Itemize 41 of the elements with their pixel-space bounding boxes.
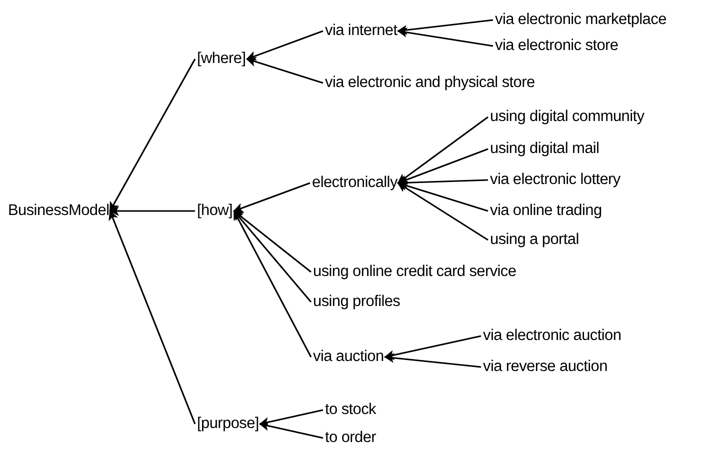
node-label: via electronic store (495, 36, 618, 56)
arrow (233, 210, 312, 358)
arrow (109, 58, 196, 212)
arrow (109, 206, 195, 216)
node-label: via internet (325, 21, 398, 41)
arrow (384, 352, 482, 368)
arrow (397, 148, 488, 184)
arrow (246, 56, 324, 84)
arrow (108, 210, 196, 424)
node-label: [purpose] (197, 414, 259, 434)
arrow (397, 182, 488, 241)
node-label: using a portal (490, 230, 579, 250)
node-label: via electronic auction (483, 326, 622, 346)
arrow (384, 335, 482, 360)
node-label: via electronic marketplace (495, 10, 666, 30)
node-label: [where] (197, 49, 246, 69)
node-label: electronically (312, 173, 398, 193)
node-label: BusinessModel (8, 201, 110, 221)
node-label: [how] (197, 201, 233, 221)
arrow (397, 180, 488, 212)
node-label: using digital mail (490, 139, 600, 159)
arrow (233, 210, 312, 303)
arrow (233, 182, 310, 213)
arrow (233, 210, 312, 273)
node-label: using digital community (490, 107, 644, 127)
node-label: using online credit card service (313, 262, 516, 282)
arrow (397, 178, 488, 188)
arrow (397, 19, 494, 35)
arrow (259, 409, 324, 427)
arrow (397, 27, 494, 47)
node-label: to order (325, 428, 376, 448)
arrow (397, 116, 488, 184)
node-label: via electronic and physical store (325, 73, 535, 93)
node-label: using profiles (313, 292, 400, 312)
node-label: via online trading (490, 201, 602, 221)
arrow (246, 30, 324, 61)
node-label: via reverse auction (483, 357, 608, 377)
node-label: via electronic lottery (490, 170, 620, 190)
node-label: to stock (325, 400, 376, 420)
node-label: via auction (313, 347, 384, 367)
arrow (259, 421, 324, 439)
